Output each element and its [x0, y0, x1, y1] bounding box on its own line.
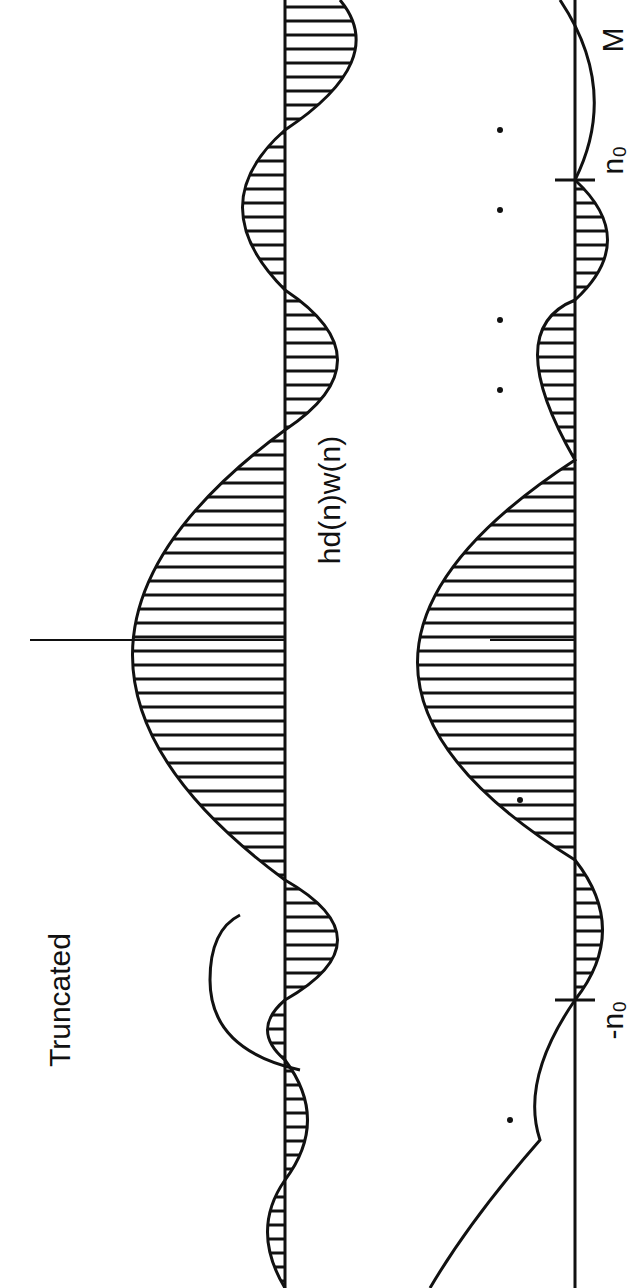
- tick-mark: [555, 999, 595, 1002]
- signal-label: M: [597, 28, 627, 53]
- note-text: Truncated: [45, 933, 75, 1067]
- signal-label: -n₀: [597, 1000, 627, 1039]
- center-line: [490, 639, 575, 641]
- tick-mark: [555, 179, 595, 182]
- center-line: [30, 639, 285, 641]
- signal-label: hd(n)w(n): [315, 436, 345, 564]
- dots: [497, 127, 523, 1123]
- windowed-response-curve: [418, 0, 608, 1288]
- hatched-area: [133, 0, 357, 1288]
- ideal-response-curve: [133, 0, 357, 1288]
- signal-label: n₀: [597, 145, 627, 174]
- leader-line: [210, 915, 300, 1070]
- hatched-area: [418, 180, 608, 1000]
